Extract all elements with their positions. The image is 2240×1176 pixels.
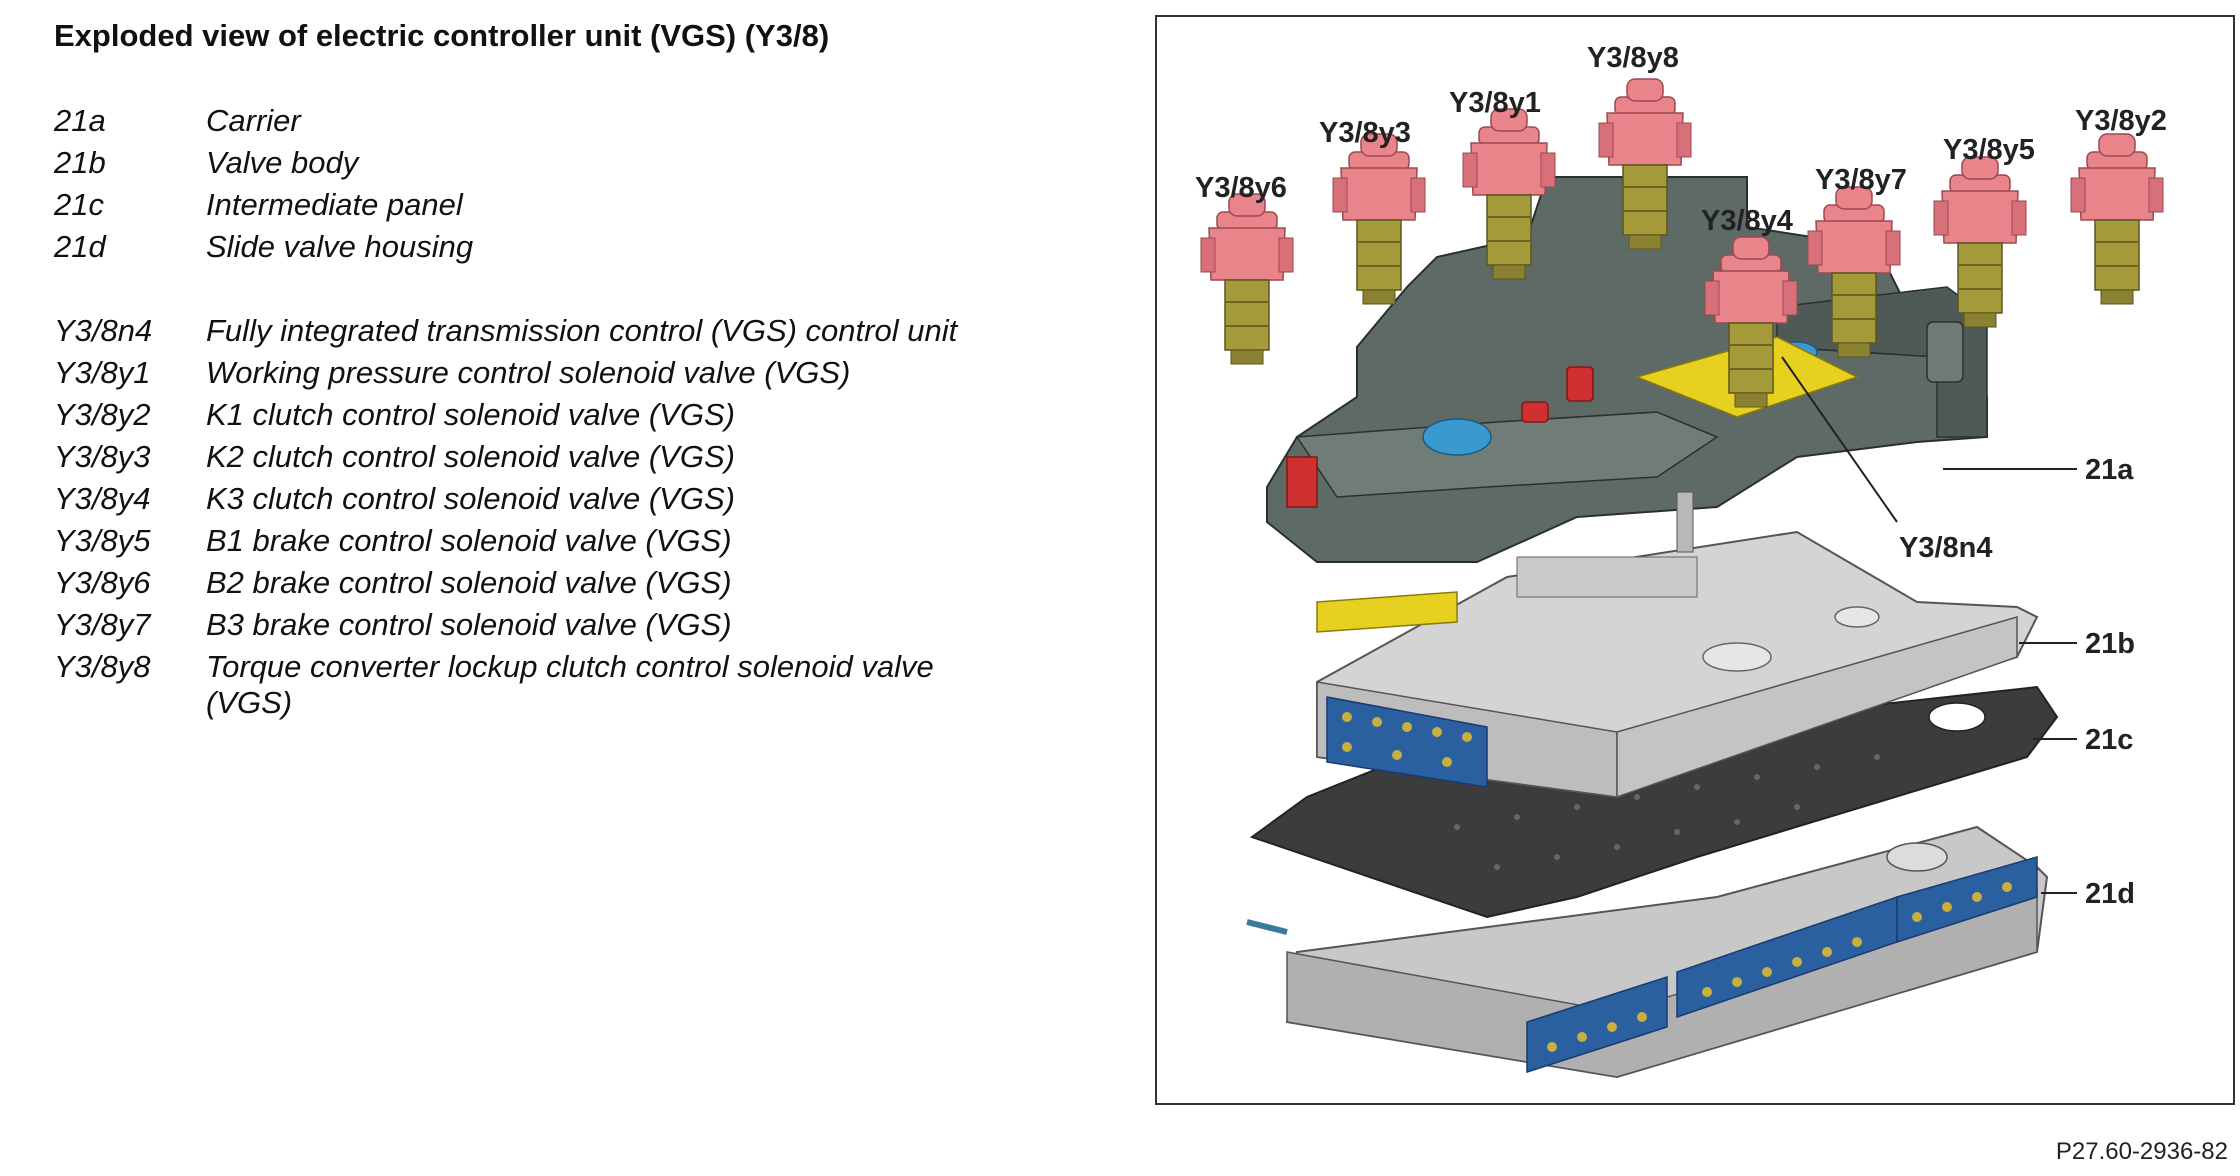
legend-code: Y3/8y5: [54, 523, 151, 558]
legend-code: Y3/8n4: [54, 313, 153, 348]
legend-code: Y3/8y1: [54, 355, 151, 390]
legend-desc: Torque converter lockup clutch control s…: [206, 649, 934, 684]
page-title: Exploded view of electric controller uni…: [54, 18, 830, 53]
leader-lines: [1781, 356, 2077, 894]
figure-reference: P27.60-2936-82: [2055, 1138, 2228, 1165]
label-21b: 21b: [2085, 628, 2135, 660]
legend-code: Y3/8y8: [54, 649, 151, 684]
legend-code: Y3/8y7: [54, 607, 151, 642]
label-21c: 21c: [2085, 724, 2133, 756]
label-y7: Y3/8y7: [1815, 164, 1907, 196]
label-y8: Y3/8y8: [1587, 42, 1679, 74]
slide-valve-housing-21d: [1246, 825, 2049, 1079]
label-21d: 21d: [2085, 878, 2135, 910]
legend-code: 21d: [54, 229, 106, 264]
legend-desc: (VGS): [206, 685, 293, 720]
intermediate-panel-21c: [1249, 685, 2059, 919]
legend-desc: B2 brake control solenoid valve (VGS): [206, 565, 732, 600]
exploded-view-diagram: Y3/8y6 Y3/8y3 Y3/8y1 Y3/8y8 Y3/8y4 Y3/8y…: [1195, 42, 2167, 1079]
label-n4: Y3/8n4: [1899, 532, 1993, 564]
legend-desc: Slide valve housing: [206, 229, 474, 264]
legend-desc: B3 brake control solenoid valve (VGS): [206, 607, 732, 642]
legend-desc: Carrier: [206, 103, 301, 138]
legend-code: Y3/8y6: [54, 565, 151, 600]
label-y2: Y3/8y2: [2075, 105, 2167, 137]
legend-desc: K3 clutch control solenoid valve (VGS): [206, 481, 735, 516]
label-y1: Y3/8y1: [1449, 87, 1541, 119]
legend-desc: K2 clutch control solenoid valve (VGS): [206, 439, 735, 474]
legend-code: Y3/8y2: [54, 397, 151, 432]
legend-desc: Working pressure control solenoid valve …: [206, 355, 851, 390]
solenoid-y6: [1200, 193, 1294, 365]
legend-code: Y3/8y3: [54, 439, 151, 474]
valve-body-21b: [1316, 530, 2039, 799]
label-y6: Y3/8y6: [1195, 172, 1287, 204]
label-y5: Y3/8y5: [1943, 134, 2035, 166]
label-y3: Y3/8y3: [1319, 117, 1411, 149]
legend-desc: Fully integrated transmission control (V…: [206, 313, 958, 348]
legend-code: 21c: [54, 187, 104, 222]
legend-code: 21b: [54, 145, 106, 180]
solenoid-y2: [2070, 133, 2164, 305]
solenoid-y3: [1332, 133, 1426, 305]
legend-desc: B1 brake control solenoid valve (VGS): [206, 523, 732, 558]
diagram-frame: Y3/8y6 Y3/8y3 Y3/8y1 Y3/8y8 Y3/8y4 Y3/8y…: [1155, 15, 2235, 1105]
label-21a: 21a: [2085, 454, 2134, 486]
legend-desc: Valve body: [206, 145, 359, 180]
legend-desc: K1 clutch control solenoid valve (VGS): [206, 397, 735, 432]
carrier-21a: [1266, 176, 1988, 563]
label-y4: Y3/8y4: [1701, 205, 1793, 237]
legend-code: 21a: [54, 103, 106, 138]
legend-code: Y3/8y4: [54, 481, 151, 516]
legend-desc: Intermediate panel: [206, 187, 463, 222]
